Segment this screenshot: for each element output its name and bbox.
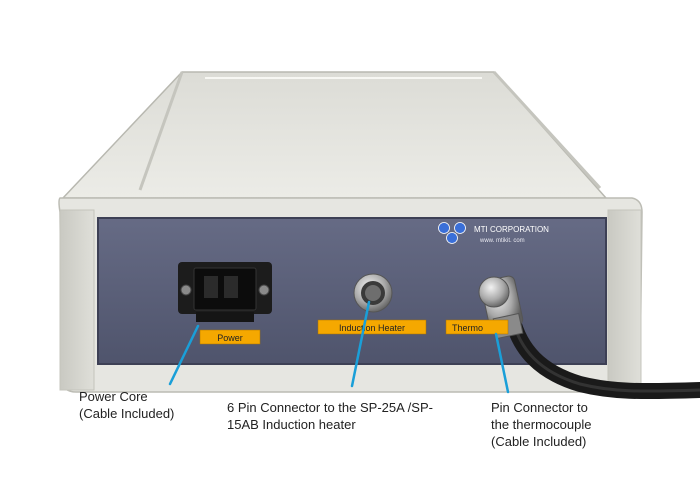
thermocouple-callout: Pin Connector to the thermocouple (Cable… [491,399,591,450]
thermocouple-callout-line2: the thermocouple [491,417,592,432]
thermo-label-plate [445,319,509,335]
power-label-plate [199,329,261,345]
brand-url: www. mtikit. com [479,238,525,244]
thermocouple-callout-line1: Pin Connector to [491,400,588,415]
induction-callout: 6 Pin Connector to the SP-25A /SP- 15AB … [227,399,433,433]
thermocouple-callout-line3: (Cable Included) [491,434,587,449]
brand-name: MTI CORPORATION [474,225,549,234]
induction-label: Induction Heater [339,323,405,333]
power-callout: Power Core (Cable Included) [79,388,174,422]
power-callout-line2: (Cable Included) [79,406,175,421]
induction-callout-line2: 15AB Induction heater [227,417,356,432]
induction-callout-line1: 6 Pin Connector to the SP-25A /SP- [227,400,433,415]
power-label: Power [217,333,243,343]
induction-label-plate [317,319,427,335]
power-callout-line1: Power Core [79,389,148,404]
induction-connector [353,273,393,313]
power-socket [178,262,272,322]
thermo-label: Thermo [452,323,483,333]
mti-logo-icon [438,222,466,244]
pointer-arrows [168,300,510,394]
